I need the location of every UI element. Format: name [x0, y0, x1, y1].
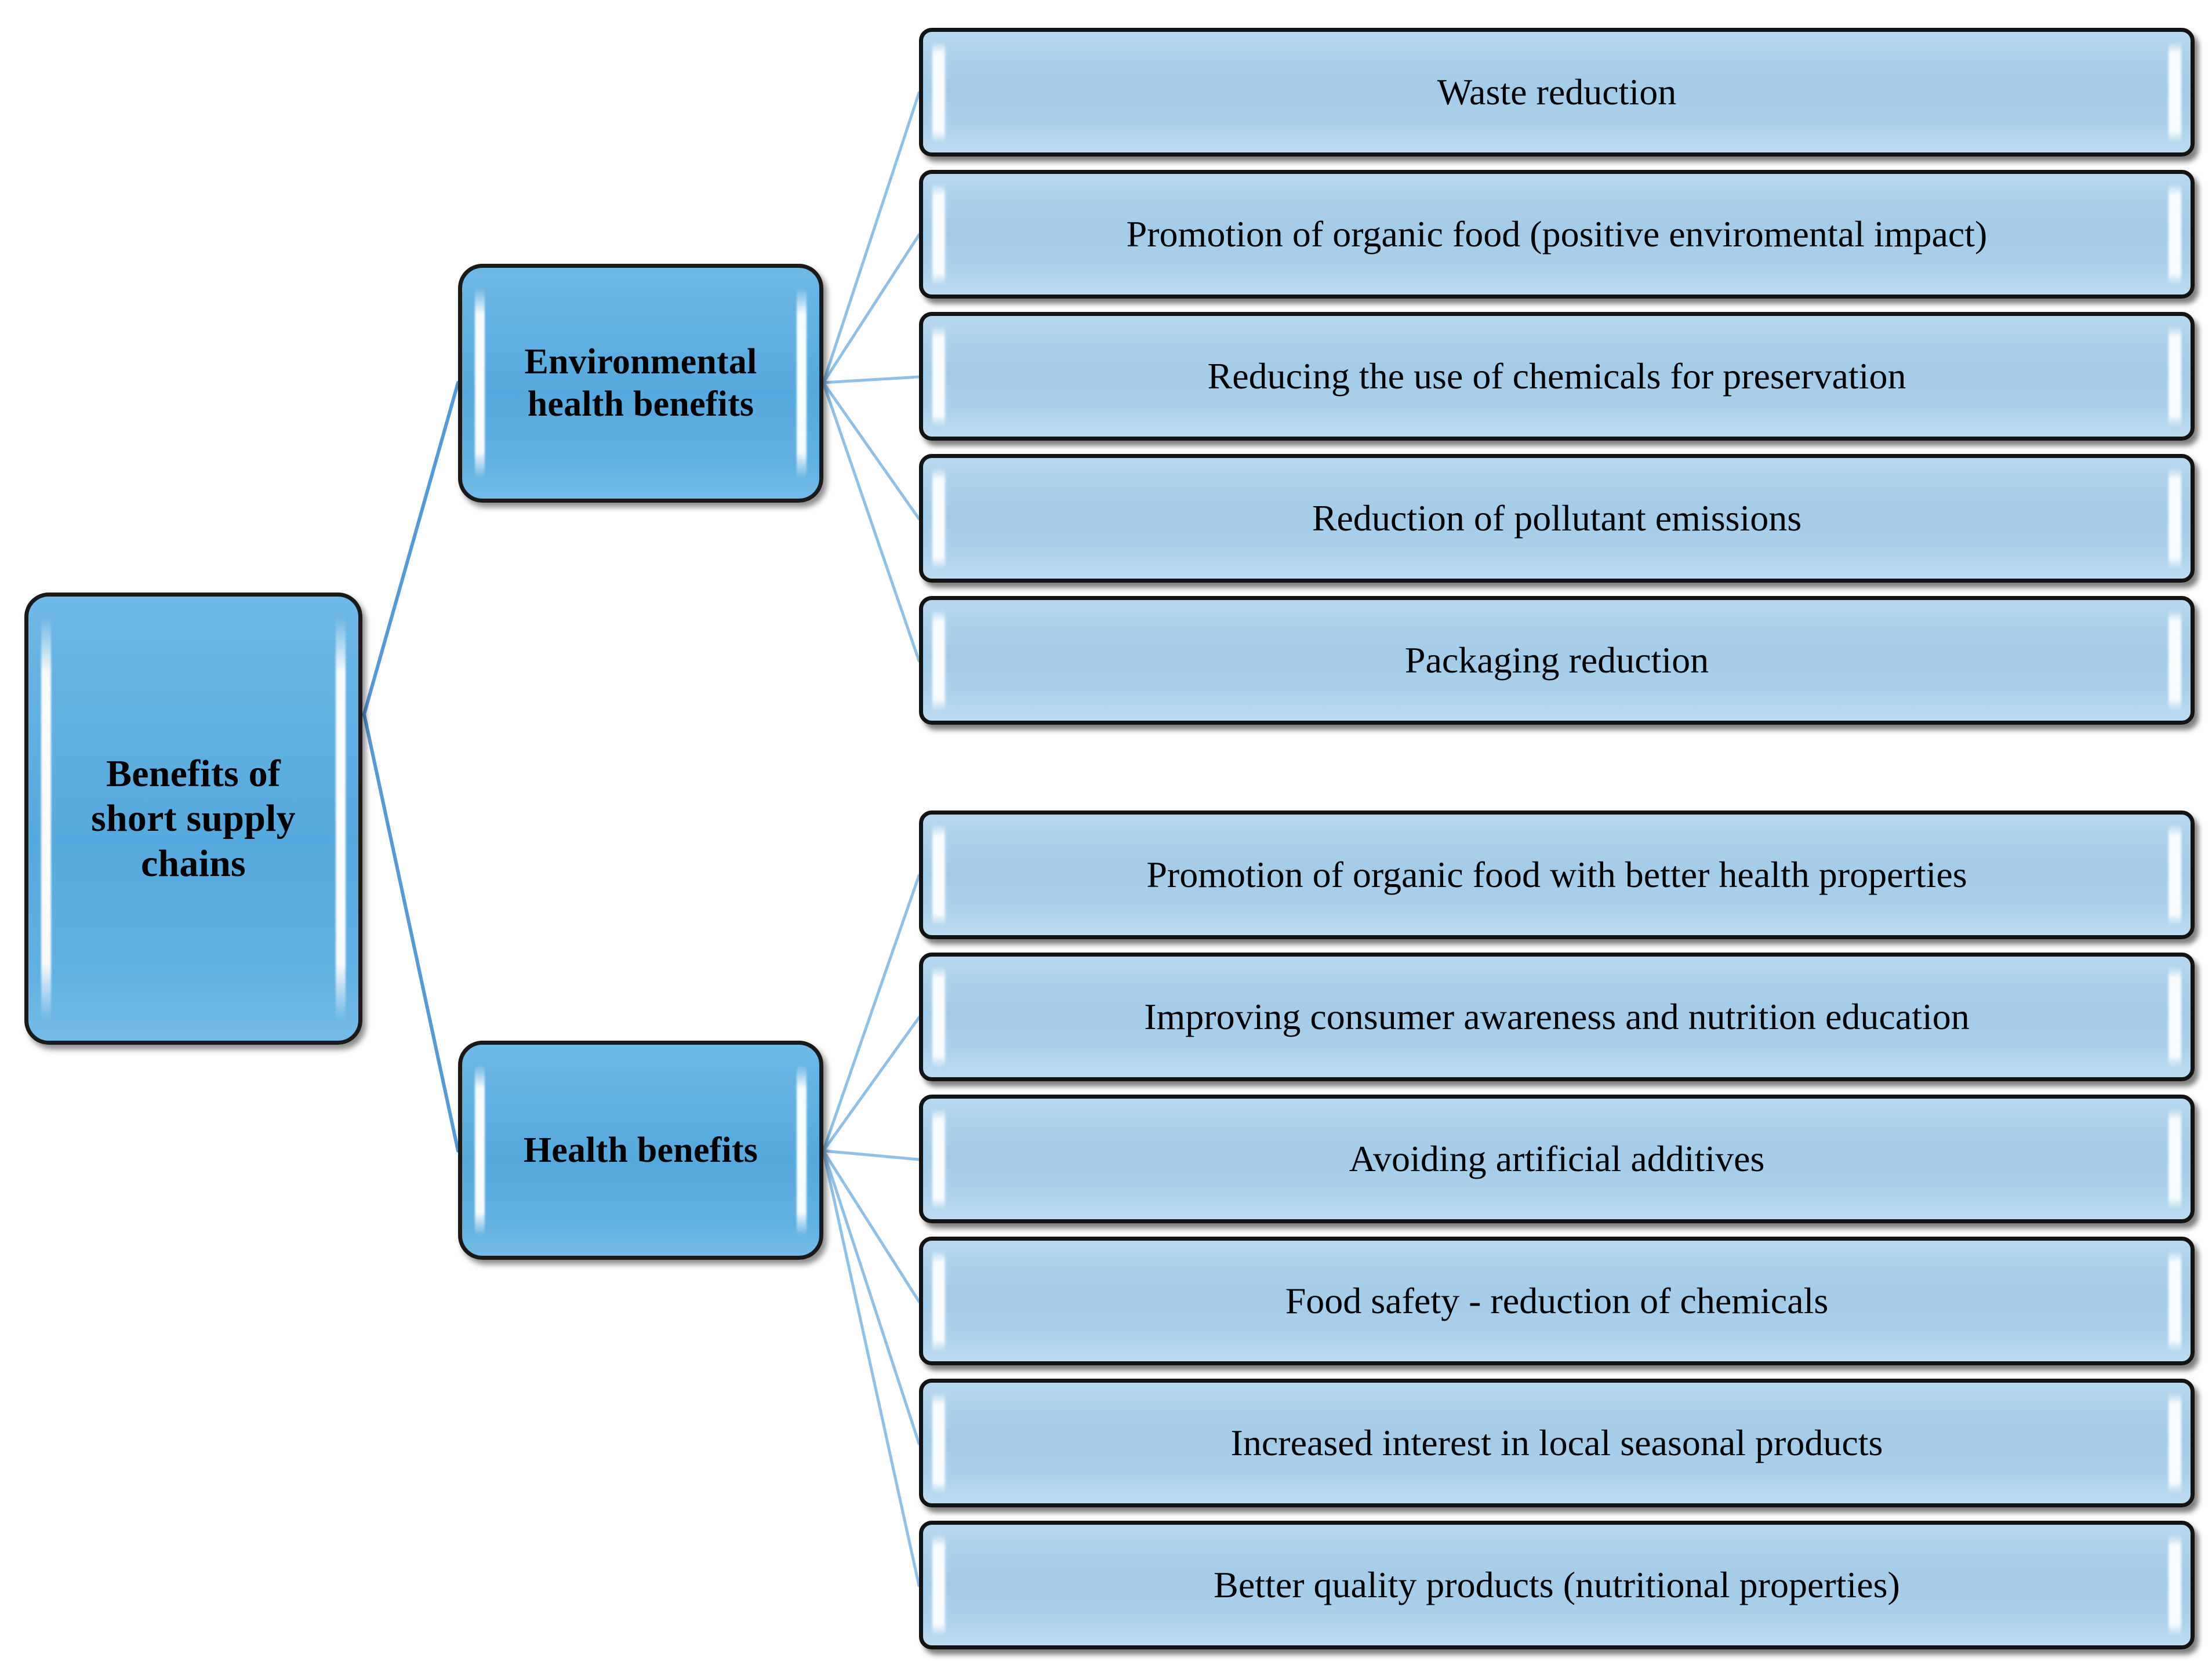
root-node-benefits-of-short-supply-chains[interactable]: Benefits of short supply chains — [24, 593, 362, 1045]
leaf-node-food-safety-reduction-of-chemicals[interactable]: Food safety - reduction of chemicals — [919, 1237, 2195, 1365]
edge-environmental-to-leaf-5 — [822, 381, 921, 663]
edge-health-to-leaf-4 — [822, 1149, 921, 1303]
edge-environmental-to-leaf-1 — [822, 91, 921, 384]
leaf-label: Reduction of pollutant emissions — [1312, 497, 1802, 539]
branch-environmental-line-1: Environmental — [524, 342, 757, 382]
leaf-label: Avoiding artificial additives — [1349, 1138, 1765, 1180]
bevel-highlight-left-icon — [932, 1534, 945, 1636]
leaf-label: Waste reduction — [1437, 71, 1677, 113]
leaf-label: Increased interest in local seasonal pro… — [1230, 1422, 1883, 1464]
bevel-highlight-right-icon — [797, 288, 807, 479]
leaf-node-reducing-chemicals-for-preservation[interactable]: Reducing the use of chemicals for preser… — [919, 312, 2195, 441]
leaf-node-promotion-of-organic-food-environmental[interactable]: Promotion of organic food (positive envi… — [919, 170, 2195, 299]
bevel-highlight-right-icon — [2169, 325, 2181, 427]
bevel-highlight-left-icon — [932, 41, 945, 143]
branch-environmental-label: Environmental health benefits — [497, 341, 783, 425]
bevel-highlight-right-icon — [2169, 1250, 2181, 1352]
bevel-highlight-left-icon — [932, 325, 945, 427]
edge-health-to-leaf-5 — [822, 1149, 921, 1445]
bevel-highlight-left-icon — [475, 1064, 485, 1236]
bevel-highlight-right-icon — [2169, 824, 2181, 926]
bevel-highlight-left-icon — [932, 824, 945, 926]
root-label-line-3: chains — [141, 842, 246, 885]
leaf-node-better-quality-products[interactable]: Better quality products (nutritional pro… — [919, 1521, 2195, 1649]
branch-environmental-line-2: health benefits — [527, 384, 754, 424]
bevel-highlight-right-icon — [2169, 41, 2181, 143]
root-label-line-2: short supply — [91, 797, 296, 840]
leaf-label: Better quality products (nutritional pro… — [1214, 1564, 1900, 1606]
leaf-node-increased-interest-in-local-seasonal-products[interactable]: Increased interest in local seasonal pro… — [919, 1379, 2195, 1507]
bevel-highlight-right-icon — [2169, 1108, 2181, 1210]
edge-root-to-environmental — [362, 381, 460, 716]
root-node-label: Benefits of short supply chains — [64, 751, 322, 886]
bevel-highlight-right-icon — [2169, 966, 2181, 1068]
branch-health-label: Health benefits — [497, 1129, 784, 1172]
bevel-highlight-right-icon — [2169, 467, 2181, 569]
edge-health-to-leaf-3 — [822, 1149, 921, 1161]
branch-node-health-benefits[interactable]: Health benefits — [458, 1041, 823, 1260]
edge-health-to-leaf-2 — [822, 1016, 921, 1153]
bevel-highlight-right-icon — [2169, 1392, 2181, 1494]
leaf-label: Promotion of organic food with better he… — [1146, 854, 1967, 896]
bevel-highlight-left-icon — [932, 1108, 945, 1210]
bevel-highlight-right-icon — [2169, 1534, 2181, 1636]
leaf-node-packaging-reduction[interactable]: Packaging reduction — [919, 596, 2195, 725]
edge-environmental-to-leaf-4 — [822, 381, 921, 521]
leaf-node-avoiding-artificial-additives[interactable]: Avoiding artificial additives — [919, 1095, 2195, 1223]
bevel-highlight-left-icon — [932, 609, 945, 711]
root-label-line-1: Benefits of — [106, 753, 281, 795]
edge-environmental-to-leaf-2 — [822, 233, 921, 384]
edge-root-to-health — [362, 713, 460, 1153]
leaf-label: Packaging reduction — [1404, 639, 1709, 681]
leaf-label: Reducing the use of chemicals for preser… — [1207, 355, 1906, 397]
bevel-highlight-right-icon — [2169, 183, 2181, 285]
leaf-label: Promotion of organic food (positive envi… — [1126, 213, 1988, 255]
leaf-label: Improving consumer awareness and nutriti… — [1144, 996, 1970, 1038]
bevel-highlight-right-icon — [2169, 609, 2181, 711]
bevel-highlight-left-icon — [475, 288, 485, 479]
edge-health-to-leaf-6 — [822, 1149, 921, 1587]
bevel-highlight-left-icon — [932, 1392, 945, 1494]
bevel-highlight-left-icon — [41, 616, 51, 1021]
bevel-highlight-left-icon — [932, 467, 945, 569]
edge-environmental-to-leaf-3 — [822, 375, 921, 384]
leaf-node-reduction-of-pollutant-emissions[interactable]: Reduction of pollutant emissions — [919, 454, 2195, 583]
leaf-node-waste-reduction[interactable]: Waste reduction — [919, 28, 2195, 157]
edge-health-to-leaf-1 — [822, 874, 921, 1153]
bevel-highlight-right-icon — [797, 1064, 807, 1236]
bevel-highlight-left-icon — [932, 183, 945, 285]
leaf-node-improving-consumer-awareness[interactable]: Improving consumer awareness and nutriti… — [919, 953, 2195, 1081]
bevel-highlight-right-icon — [336, 616, 346, 1021]
branch-health-line-1: Health benefits — [523, 1130, 758, 1170]
bevel-highlight-left-icon — [932, 1250, 945, 1352]
bevel-highlight-left-icon — [932, 966, 945, 1068]
branch-node-environmental-health-benefits[interactable]: Environmental health benefits — [458, 264, 823, 503]
leaf-node-promotion-of-organic-food-health-properties[interactable]: Promotion of organic food with better he… — [919, 810, 2195, 939]
leaf-label: Food safety - reduction of chemicals — [1285, 1280, 1829, 1322]
